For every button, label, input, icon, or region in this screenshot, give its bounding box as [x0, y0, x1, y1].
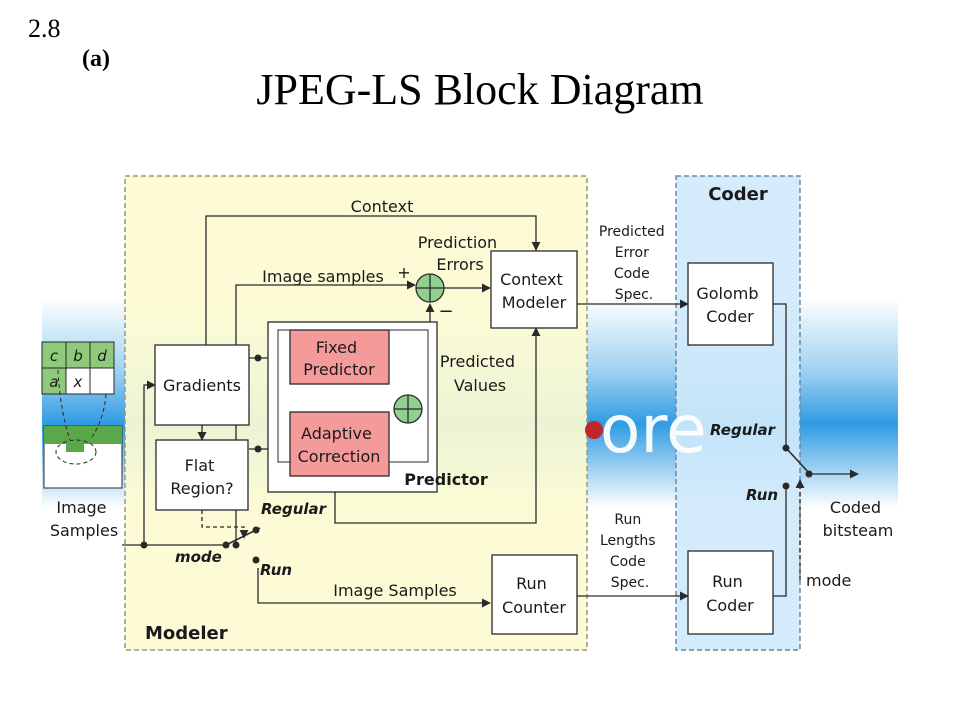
input-image-samples-label: Image Samples	[50, 498, 118, 540]
prediction-errors-label: Prediction Errors	[418, 233, 503, 274]
modeler-regular-label: Regular	[261, 500, 328, 518]
coder-run-label: Run	[746, 486, 778, 504]
context-modeler-block	[490, 250, 578, 329]
modeler-label: Modeler	[145, 623, 228, 644]
run-coder-block	[687, 550, 774, 635]
input-template: c b d a x	[41, 341, 123, 489]
inner-summer-icon	[393, 394, 423, 424]
modeler-mode-label: mode	[175, 548, 222, 566]
coder-label: Coder	[708, 184, 768, 205]
minus-sign: −	[438, 301, 453, 322]
predicted-error-spec-label: Predicted Error Code Spec.	[599, 224, 669, 303]
subfigure-label: (a)	[82, 46, 110, 72]
adaptive-correction-block	[289, 411, 390, 477]
modeler-switch	[225, 527, 261, 546]
context-label: Context	[351, 197, 414, 216]
error-summer-icon	[415, 273, 445, 303]
run-coder-label: Run Coder	[706, 572, 754, 615]
fixed-predictor-block	[289, 329, 390, 385]
slide-title: JPEG-LS Block Diagram	[256, 65, 704, 114]
template-cell-x: x	[73, 373, 83, 391]
plus-sign: +	[397, 263, 410, 282]
image-samples-bottom-label: Image Samples	[333, 581, 457, 600]
coder-switch	[785, 447, 811, 475]
template-cell-d: d	[97, 347, 107, 365]
coded-bitstream-label: Coded bitsteam	[823, 498, 894, 540]
golomb-coder-block	[687, 262, 774, 346]
flat-region-mode-line	[201, 510, 249, 539]
background-logo-dot	[585, 421, 603, 439]
flat-region-label: Flat Region?	[170, 456, 233, 498]
image-samples-top-label: Image samples	[262, 267, 384, 286]
adaptive-correction-label: Adaptive Correction	[298, 424, 381, 466]
template-cell-c: c	[50, 347, 59, 365]
coder-regular-label: Regular	[710, 421, 777, 439]
context-modeler-label: Context Modeler	[500, 270, 568, 312]
run-lengths-spec-label: Run Lengths Code Spec.	[600, 512, 660, 591]
gradients-block	[154, 344, 250, 426]
run-counter-block	[491, 554, 578, 635]
gradients-label: Gradients	[163, 376, 241, 395]
slide-number: 2.8	[28, 14, 61, 43]
background-logo-fragment: ore	[600, 391, 707, 468]
template-cell-a: a	[49, 373, 58, 391]
flat-region-block	[155, 439, 249, 511]
template-cell-b: b	[73, 347, 83, 365]
coder-mode-label: mode	[806, 571, 851, 590]
modeler-run-label: Run	[260, 561, 292, 579]
predicted-values-label: Predicted Values	[440, 352, 520, 395]
run-counter-label: Run Counter	[502, 574, 566, 617]
golomb-coder-label: Golomb Coder	[696, 284, 763, 326]
predictor-label: Predictor	[404, 470, 488, 489]
fixed-predictor-label: Fixed Predictor	[303, 338, 375, 379]
